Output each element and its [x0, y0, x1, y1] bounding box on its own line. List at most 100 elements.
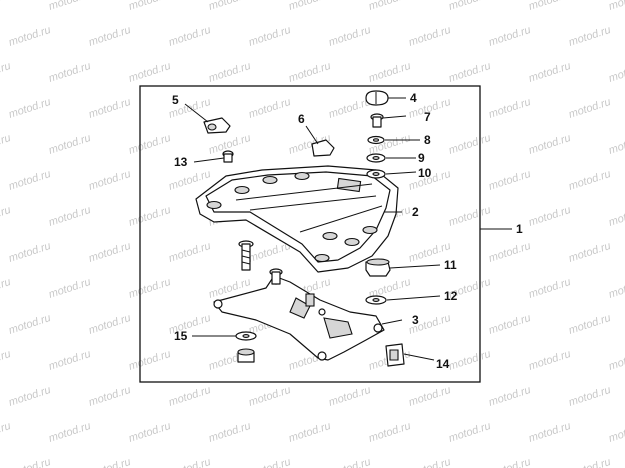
watermark-text: motod.ru	[7, 312, 52, 337]
watermark-text: motod.ru	[247, 456, 292, 468]
watermark-text: motod.ru	[447, 348, 492, 373]
watermark-text: motod.ru	[87, 312, 132, 337]
watermark-text: motod.ru	[607, 60, 625, 85]
watermark-text: motod.ru	[287, 60, 332, 85]
watermark-text: motod.ru	[487, 384, 532, 409]
watermark-text: motod.ru	[487, 168, 532, 193]
watermark-text: motod.ru	[47, 132, 92, 157]
watermark-text: motod.ru	[167, 240, 212, 265]
callout-11: 11	[444, 258, 457, 272]
watermark-text: motod.ru	[527, 276, 572, 301]
watermark-text: motod.ru	[167, 456, 212, 468]
bolt-right	[269, 268, 283, 285]
watermark-text: motod.ru	[87, 96, 132, 121]
watermark-text: motod.ru	[127, 204, 172, 229]
callout-6: 6	[298, 112, 305, 126]
watermark-text: motod.ru	[247, 96, 292, 121]
watermark-text: motod.ru	[367, 132, 412, 157]
watermark-text: motod.ru	[527, 420, 572, 445]
watermark-text: motod.ru	[287, 420, 332, 445]
watermark-text: motod.ru	[327, 456, 372, 468]
watermark-text: motod.ru	[567, 96, 612, 121]
watermark-text: motod.ru	[447, 420, 492, 445]
watermark-text: motod.ru	[567, 456, 612, 468]
watermark-text: motod.ru	[567, 168, 612, 193]
watermark-text: motod.ru	[47, 0, 92, 13]
callout-1: 1	[516, 222, 523, 236]
watermark-text: motod.ru	[87, 240, 132, 265]
watermark-text: motod.ru	[407, 384, 452, 409]
watermark-text: motod.ru	[327, 96, 372, 121]
washer-part-8	[367, 135, 385, 145]
callout-10: 10	[418, 166, 432, 180]
watermark-text: motod.ru	[87, 456, 132, 468]
watermark-text: motod.ru	[287, 0, 332, 13]
watermark-text: motod.ru	[207, 420, 252, 445]
watermark-text: motod.ru	[127, 348, 172, 373]
watermark-text: motod.ru	[527, 204, 572, 229]
clip-part-5	[203, 117, 231, 134]
watermark-text: motod.ru	[527, 0, 572, 13]
watermark-text: motod.ru	[47, 348, 92, 373]
watermark-text: motod.ru	[327, 384, 372, 409]
screw-part-7	[370, 113, 384, 128]
watermark-text: motod.ru	[47, 60, 92, 85]
watermark-text: motod.ru	[87, 384, 132, 409]
watermark-text: motod.ru	[567, 312, 612, 337]
callout-2: 2	[412, 205, 419, 219]
watermark-text: motod.ru	[207, 60, 252, 85]
watermark-text: motod.ru	[407, 456, 452, 468]
assembly-frame	[139, 85, 481, 383]
watermark-text: motod.ru	[607, 420, 625, 445]
watermark-text: motod.ru	[167, 384, 212, 409]
watermark-text: motod.ru	[7, 240, 52, 265]
watermark-text: motod.ru	[487, 240, 532, 265]
watermark-text: motod.ru	[47, 204, 92, 229]
watermark-text: motod.ru	[607, 0, 625, 13]
watermark-text: motod.ru	[527, 348, 572, 373]
watermark-text: motod.ru	[127, 0, 172, 13]
watermark-text: motod.ru	[7, 456, 52, 468]
callout-3: 3	[412, 313, 419, 327]
callout-7: 7	[424, 110, 431, 124]
cap-part-4	[365, 90, 389, 106]
watermark-text: motod.ru	[447, 0, 492, 13]
watermark-text: motod.ru	[127, 276, 172, 301]
carrier-plate	[195, 165, 399, 273]
watermark-text: motod.ru	[167, 168, 212, 193]
rubber-mount-part-11	[365, 258, 391, 277]
watermark-text: motod.ru	[7, 24, 52, 49]
callout-9: 9	[418, 151, 425, 165]
watermark-text: motod.ru	[447, 132, 492, 157]
watermark-text: motod.ru	[247, 384, 292, 409]
watermark-text: motod.ru	[527, 132, 572, 157]
watermark-text: motod.ru	[167, 24, 212, 49]
watermark-text: motod.ru	[247, 24, 292, 49]
watermark-text: motod.ru	[567, 384, 612, 409]
watermark-text: motod.ru	[407, 24, 452, 49]
watermark-text: motod.ru	[127, 60, 172, 85]
callout-13: 13	[174, 155, 188, 169]
washer-part-15	[235, 331, 257, 341]
watermark-text: motod.ru	[127, 132, 172, 157]
washer-part-10	[366, 169, 386, 179]
washer-part-9	[366, 153, 386, 163]
watermark-text: motod.ru	[0, 276, 12, 301]
watermark-text: motod.ru	[0, 204, 12, 229]
callout-labels: 1 2 3 4 5 6 7 8 9 10 11 12 13 14 15	[172, 91, 523, 371]
watermark-text: motod.ru	[7, 96, 52, 121]
watermark-text: motod.ru	[207, 0, 252, 13]
watermark-text: motod.ru	[87, 168, 132, 193]
callout-15: 15	[174, 329, 188, 343]
bolt-center	[238, 240, 254, 271]
mount-part-14	[385, 343, 405, 367]
watermark-text: motod.ru	[0, 420, 12, 445]
watermark-text: motod.ru	[527, 60, 572, 85]
callout-12: 12	[444, 289, 458, 303]
watermark-text: motod.ru	[487, 456, 532, 468]
watermark-text: motod.ru	[607, 132, 625, 157]
watermark-text: motod.ru	[7, 384, 52, 409]
watermark-text: motod.ru	[0, 348, 12, 373]
watermark-text: motod.ru	[607, 276, 625, 301]
watermark-text: motod.ru	[487, 24, 532, 49]
